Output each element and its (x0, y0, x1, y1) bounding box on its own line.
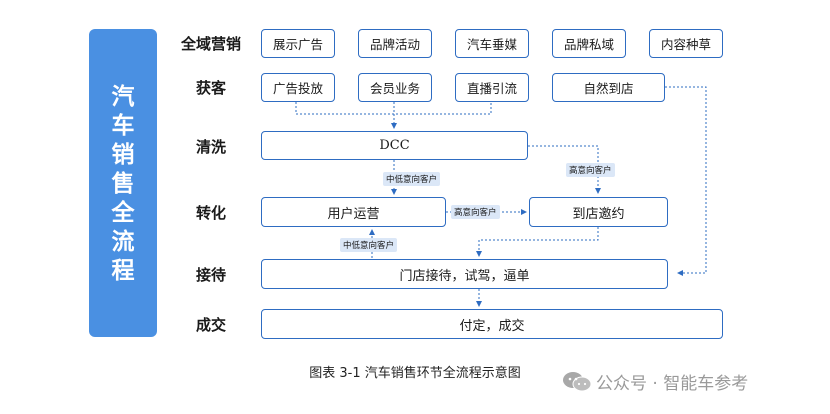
acquire-item-membership: 会员业务 (358, 73, 432, 102)
stage-label-marketing: 全域营销 (180, 35, 241, 53)
figure-caption: 图表 3-1 汽车销售环节全流程示意图 (309, 366, 521, 381)
watermark-text: 公众号 · 智能车参考 (596, 374, 749, 394)
stage-label-clean: 清洗 (195, 138, 226, 156)
acquire-item-walk-in: 自然到店 (552, 73, 665, 102)
side-title-char: 销 (111, 140, 135, 168)
marketing-item-brand-events: 品牌活动 (358, 29, 432, 58)
tag-mid-low-intent: 中低意向客户 (383, 172, 441, 186)
payment-deal-box: 付定，成交 (261, 309, 723, 339)
wechat-icon (563, 371, 592, 391)
tag-mid-low-intent: 中低意向客户 (340, 238, 398, 252)
acquire-item-livestream: 直播引流 (455, 73, 529, 102)
stage-label-convert: 转化 (195, 204, 226, 222)
stage-label-acquire: 获客 (195, 79, 226, 97)
marketing-item-content-seeding: 内容种草 (649, 29, 723, 58)
side-title-char: 全 (111, 198, 135, 226)
store-invite-box: 到店邀约 (529, 197, 668, 227)
side-title-char: 售 (111, 169, 135, 197)
acquire-item-ad-placement: 广告投放 (261, 73, 335, 102)
tag-high-intent: 高意向客户 (566, 163, 615, 177)
dcc-box: DCC (261, 131, 528, 160)
side-title-char: 程 (111, 256, 135, 284)
stage-label-deal: 成交 (195, 316, 226, 334)
store-reception-box: 门店接待，试驾，逼单 (261, 259, 668, 289)
tag-high-intent: 高意向客户 (451, 205, 500, 219)
stage-label-receive: 接待 (195, 266, 226, 284)
marketing-item-brand-private: 品牌私域 (552, 29, 626, 58)
marketing-item-display-ads: 展示广告 (261, 29, 335, 58)
side-title-char: 汽 (111, 82, 135, 110)
side-title-char: 车 (111, 111, 135, 139)
side-title-bar: 汽 车 销 售 全 流 程 (89, 29, 157, 337)
user-ops-box: 用户运营 (261, 197, 446, 227)
watermark: 公众号 · 智能车参考 (562, 369, 748, 394)
marketing-item-auto-media: 汽车垂媒 (455, 29, 529, 58)
side-title-char: 流 (111, 227, 135, 255)
